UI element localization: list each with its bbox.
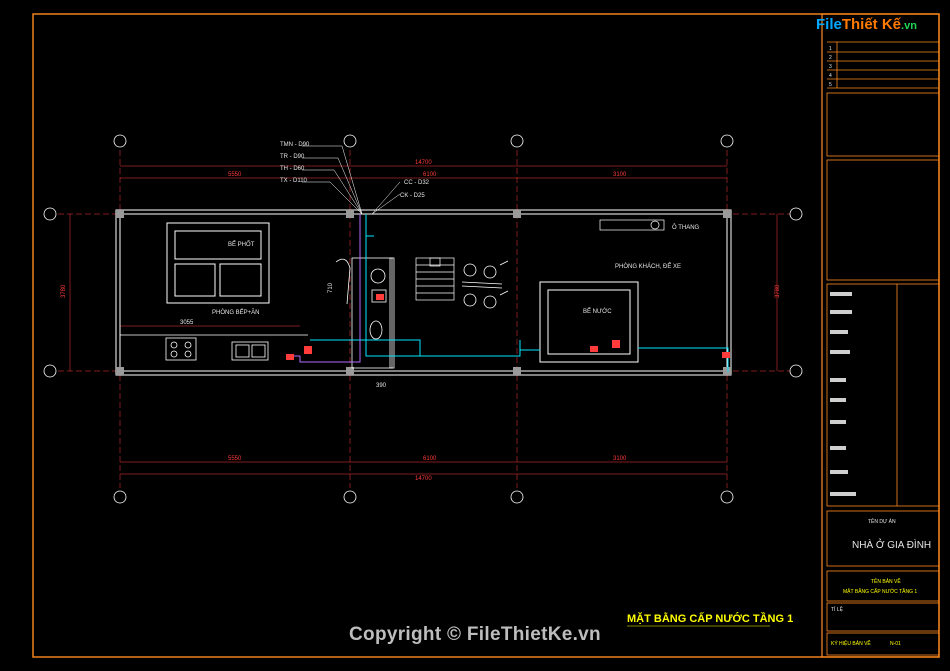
dim-small: 390 <box>376 383 387 389</box>
axis-bubble-a-right <box>789 207 803 221</box>
entrance-fixture <box>599 219 665 231</box>
signature-blocks <box>830 292 856 496</box>
sheet-no-box <box>826 632 940 656</box>
axis-bubble-3-bottom <box>510 490 524 504</box>
dim-bottom-total: 14700 <box>415 476 432 482</box>
axis-bubble-4-top <box>720 134 734 148</box>
pipe-label-tx: TX - D110 <box>280 178 308 184</box>
stair <box>415 257 455 301</box>
rev-5: 5 <box>829 82 832 88</box>
axis-bubble-1-top <box>113 134 127 148</box>
dim-kitchen: 3055 <box>180 320 194 326</box>
logo-part-vn: .vn <box>901 20 917 32</box>
pipe-label-tmn: TMN - D90 <box>280 142 310 148</box>
kitchen-label: PHÒNG BẾP+ĂN <box>212 309 260 316</box>
project-box <box>826 510 940 567</box>
valves <box>286 294 730 360</box>
sheet-name: MẶT BẰNG CẤP NƯỚC TẦNG 1 <box>843 587 917 595</box>
axis-bubble-b-right <box>789 364 803 378</box>
pipe-label-ck: CK - D25 <box>400 193 425 199</box>
scale-box <box>826 602 940 632</box>
revision-table <box>826 41 940 507</box>
dim-bottom-right: 3100 <box>613 456 627 462</box>
axis-bubbles <box>43 134 803 504</box>
logo-part-file: File <box>816 16 842 33</box>
sheet-no: N-01 <box>890 641 901 647</box>
pipe-leaders <box>302 145 401 215</box>
pipe-label-tr: TR - D90 <box>280 154 305 160</box>
garage-label: PHÒNG KHÁCH, ĐỂ XE <box>615 263 681 270</box>
axis-bubble-3-top <box>510 134 524 148</box>
dim-right: 3780 <box>775 284 781 298</box>
axis-bubble-2-bottom <box>343 490 357 504</box>
title-block <box>821 13 940 658</box>
scale-label: TỈ LỆ <box>831 605 844 613</box>
sheet-name-box <box>826 570 940 602</box>
project-name: NHÀ Ở GIA ĐÌNH <box>852 538 931 551</box>
dim-top-mid: 6100 <box>423 172 437 178</box>
site-logo: FileThiết Kế.vn <box>816 16 917 33</box>
wc-core <box>335 257 395 369</box>
pipe-label-cc: CC - D32 <box>404 180 430 186</box>
axis-bubble-a-left <box>43 207 57 221</box>
columns <box>116 210 731 375</box>
water-tank-label: BỂ NƯỚC <box>583 308 612 315</box>
septic-tank <box>166 222 270 304</box>
rev-3: 3 <box>829 64 832 70</box>
axis-grid <box>58 150 790 488</box>
dim-top-total: 14700 <box>415 160 432 166</box>
dim-wc: 710 <box>328 282 334 293</box>
drawing-title: MẶT BẰNG CẤP NƯỚC TẦNG 1 <box>627 612 793 625</box>
project-label: TÊN DỰ ÁN <box>868 517 896 525</box>
axis-bubble-2-top <box>343 134 357 148</box>
sheet-no-label: KÝ HIỆU BẢN VẼ <box>831 639 871 647</box>
drawing-border <box>32 13 940 658</box>
axis-bubble-4-bottom <box>720 490 734 504</box>
rev-2: 2 <box>829 55 832 61</box>
septic-tank-label: BỂ PHỐT <box>228 241 255 248</box>
water-tank <box>539 281 639 363</box>
rev-4: 4 <box>829 73 832 79</box>
dim-bottom-left: 5550 <box>228 456 242 462</box>
dim-top-left: 5550 <box>228 172 242 178</box>
stair-area-label: Ô THANG <box>672 224 700 231</box>
axis-bubble-b-left <box>43 364 57 378</box>
dim-bottom-mid: 6100 <box>423 456 437 462</box>
dim-top-right: 3100 <box>613 172 627 178</box>
copyright-watermark: Copyright © FileThietKe.vn <box>349 624 601 645</box>
rev-1: 1 <box>829 46 832 52</box>
dim-left: 3780 <box>61 284 67 298</box>
axis-bubble-1-bottom <box>113 490 127 504</box>
logo-part-thietke: Thiết Kế <box>841 16 902 33</box>
pipe-label-th: TH - D60 <box>280 166 305 172</box>
sheet-label: TÊN BẢN VẼ <box>871 577 901 585</box>
cold-water-pipes <box>310 214 729 372</box>
revision-numbers: 1 2 3 4 5 <box>829 46 832 88</box>
motorbikes <box>461 260 509 309</box>
kitchen-counter <box>120 334 308 361</box>
building-walls <box>115 209 732 376</box>
dimension-lines <box>69 165 778 475</box>
